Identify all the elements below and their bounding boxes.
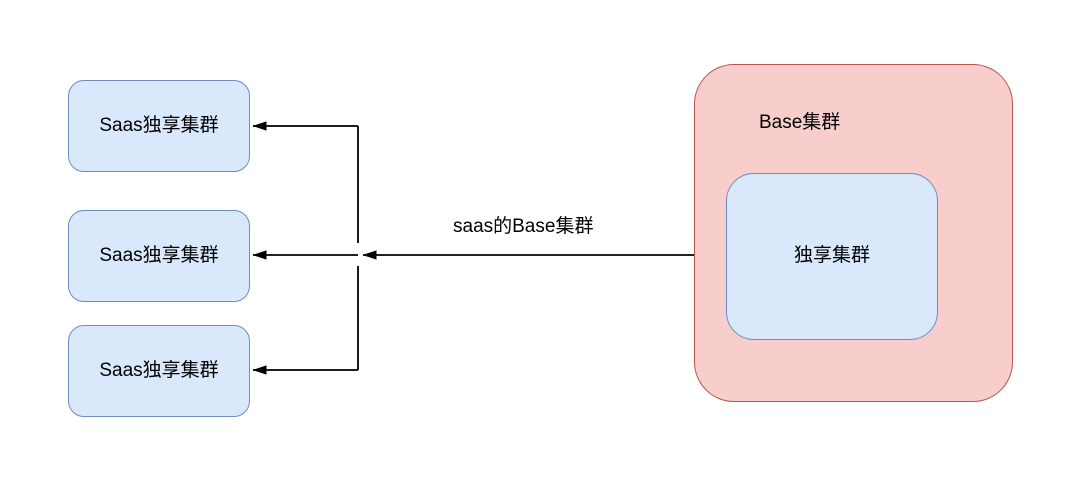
saas-cluster-label-1: Saas独享集群 (99, 114, 219, 136)
edge-label: saas的Base集群 (451, 211, 596, 238)
exclusive-cluster-box: 独享集群 (726, 173, 938, 340)
saas-cluster-label-2: Saas独享集群 (99, 244, 219, 266)
saas-cluster-box-2: Saas独享集群 (68, 210, 250, 302)
saas-cluster-box-1: Saas独享集群 (68, 80, 250, 172)
saas-cluster-box-3: Saas独享集群 (68, 325, 250, 417)
exclusive-cluster-label: 独享集群 (793, 245, 870, 267)
base-cluster-label: Base集群 (759, 112, 841, 133)
saas-cluster-label-3: Saas独享集群 (99, 359, 219, 381)
